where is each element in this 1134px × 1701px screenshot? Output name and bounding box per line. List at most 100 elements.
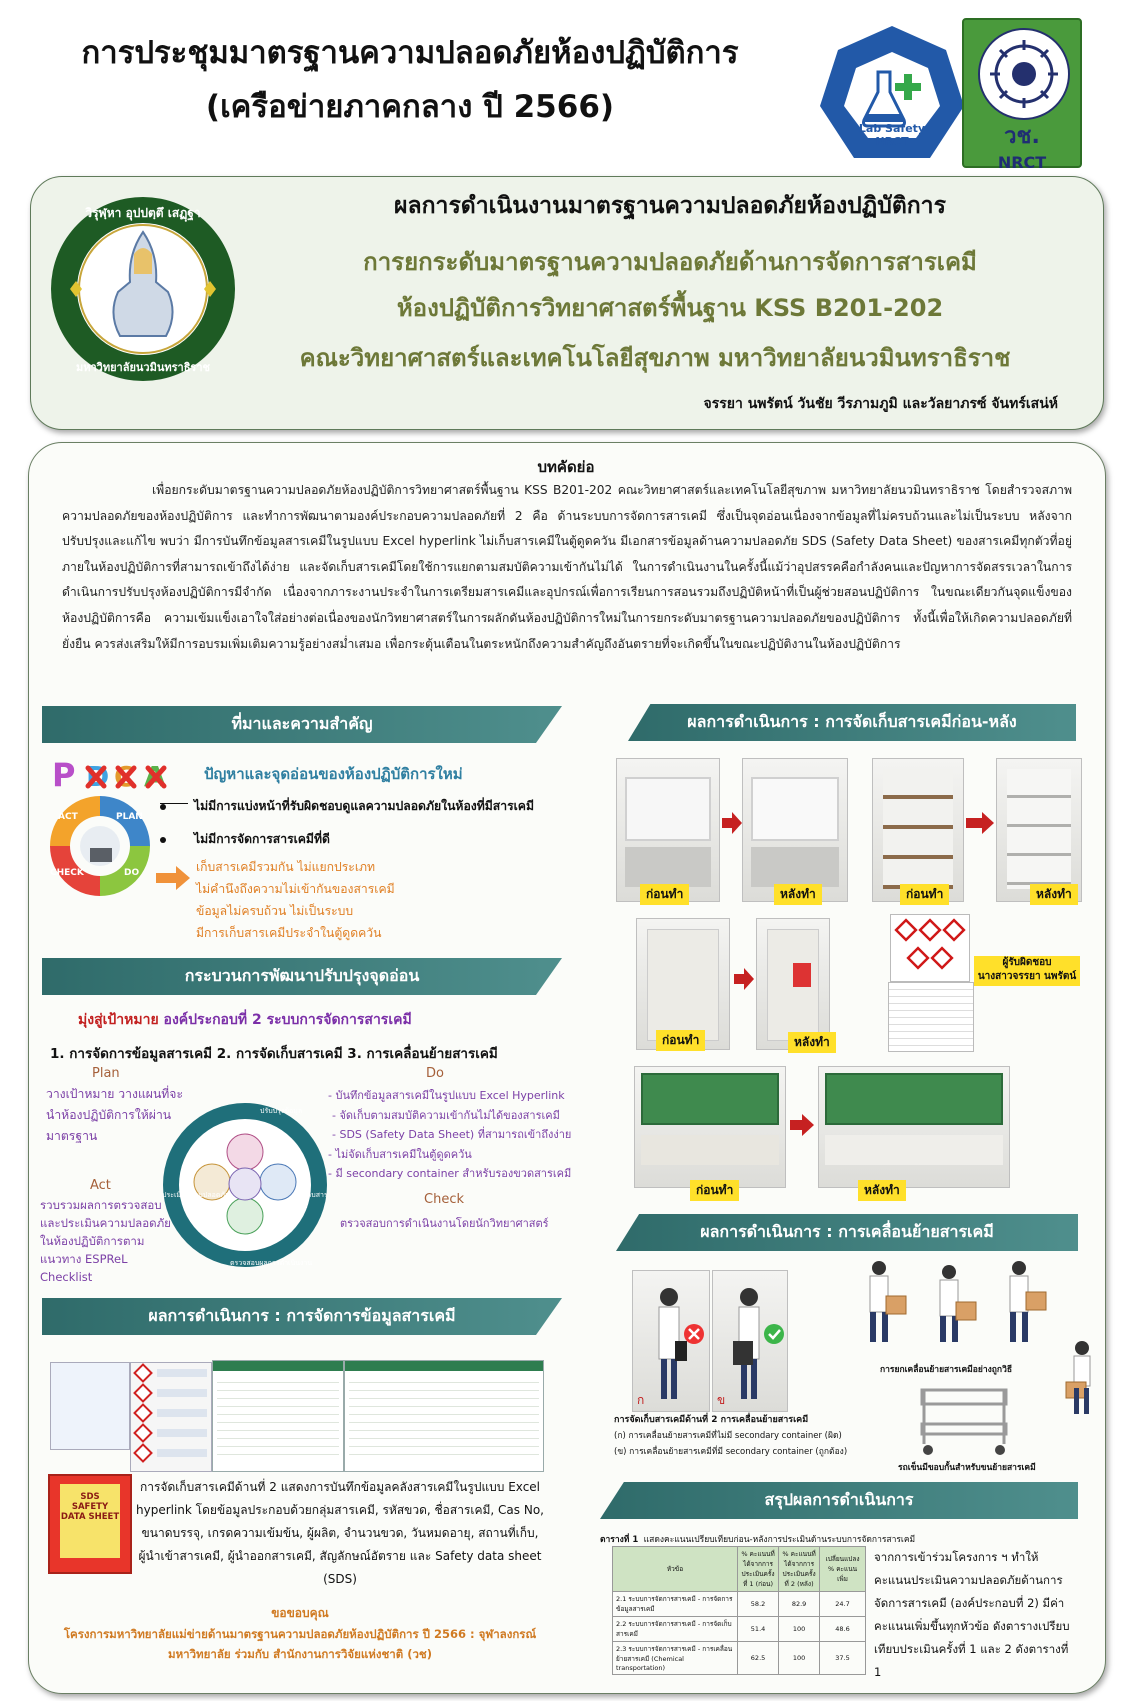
cabinet-before-photo	[872, 758, 964, 902]
nrct-en-text: NRCT	[997, 153, 1047, 172]
process-steps: 1. การจัดการข้อมูลสารเคมี 2. การจัดเก็บส…	[50, 1046, 498, 1062]
cycle-caption-bottom: ตรวจสอบผลการดำเนินงาน	[230, 1259, 313, 1267]
sds-binder: SDS SAFETY DATA SHEET	[48, 1474, 132, 1574]
storage-banner: ผลการดำเนินการ : การจัดเก็บสารเคมีก่อน-ห…	[628, 704, 1076, 741]
ghs-symbols-panel	[130, 1362, 212, 1472]
table-cell: 82.9	[778, 1591, 821, 1617]
summary-table: หัวข้อ % คะแนนที่ได้จากการประเมินครั้งที…	[612, 1546, 866, 1675]
ghs-label-photo	[890, 914, 970, 982]
cycle-check: CHECK	[50, 868, 84, 878]
sub-point: ไม่คำนึงถึงความไม่เข้ากันของสารเคมี	[196, 882, 395, 896]
pdca-letters: P D C A	[52, 756, 182, 796]
transport-caption-a: (ก) การเคลื่อนย้ายสารเคมีที่ไม่มี second…	[614, 1431, 842, 1441]
wrong-icon	[684, 1324, 704, 1344]
do-item: - ไม่จัดเก็บสารเคมีในตู้ดูดควัน	[328, 1147, 472, 1161]
nrct-logo: วช. NRCT	[962, 18, 1082, 172]
table-caption: ตารางที่ 1 แสดงคะแนนเปรียบเทียบก่อน-หลัง…	[600, 1532, 915, 1546]
university-logo: วิรุฬฺหา อุปปตฺตึ เสฏฺฐา มหาวิทยาลัยนวมิ…	[48, 194, 238, 384]
cycle-act: ACT	[58, 812, 78, 822]
check-text: ตรวจสอบการดำเนินงานโดยนักวิทยาศาสตร์	[340, 1217, 549, 1230]
cart-caption: รถเข็นมีขอบกั้นสำหรับขนย้ายสารเคมี	[898, 1463, 1036, 1473]
label-a: ก	[637, 1393, 645, 1407]
summary-banner: สรุปผลการดำเนินการ	[600, 1482, 1078, 1519]
storage-cabinet-after-photo	[756, 918, 830, 1050]
table-cell: 58.2	[736, 1591, 780, 1617]
storage-cabinet-before-photo	[636, 918, 730, 1050]
responsible-box: ผู้รับผิดชอบ นางสาวจรรยา นพรัตน์	[974, 956, 1080, 986]
table-cell: 100	[778, 1641, 821, 1675]
table-caption-label: ตารางที่ 1	[600, 1535, 639, 1545]
thanks-title: ขอขอบคุณ	[271, 1606, 329, 1620]
table-cell: 62.5	[736, 1641, 780, 1675]
cycle-do: DO	[124, 868, 140, 878]
sds-label-safety: SAFETY	[71, 1502, 109, 1512]
table-cell: 48.6	[819, 1616, 866, 1642]
do-items: - บันทึกข้อมูลสารเคมีในรูปแบบ Excel Hype…	[328, 1086, 571, 1184]
pdca-cycle-icon	[50, 796, 150, 896]
cross-marks-icon	[85, 765, 167, 789]
after-tag: หลังทำ	[1030, 884, 1078, 905]
cart-icon	[920, 1388, 1008, 1455]
before-tag: ก่อนทำ	[690, 1180, 740, 1201]
lifting-caption: การยกเคลื่อนย้ายสารเคมีอย่างถูกวิธี	[880, 1365, 1013, 1375]
lab-safety-nrct-text: NRCT	[875, 135, 909, 148]
shelf-before-photo	[634, 1066, 786, 1188]
goal-label: มุ่งสู่เป้าหมาย	[78, 1012, 159, 1028]
fume-hood-after-photo	[742, 758, 848, 902]
table-cell: 2.2 ระบบการจัดการสารเคมี - การจัดเก็บสาร…	[612, 1616, 738, 1642]
transport-correct-photo: ข	[712, 1270, 788, 1412]
responsible-name: นางสาวจรรยา นพรัตน์	[977, 971, 1077, 982]
abstract-body: เพื่อยกระดับมาตรฐานความปลอดภัยห้องปฏิบัต…	[62, 483, 1072, 651]
sub-point: เก็บสารเคมีรวมกัน ไม่แยกประเภท	[196, 860, 376, 874]
cabinet-after-photo	[996, 758, 1082, 902]
responsible-title: ผู้รับผิดชอบ	[1002, 957, 1052, 968]
summary-table-wrap: หัวข้อ % คะแนนที่ได้จากการประเมินครั้งที…	[612, 1546, 866, 1675]
table-row: 2.1 ระบบการจัดการสารเคมี - การจัดการข้อม…	[612, 1591, 866, 1617]
connector-line-1	[160, 803, 188, 804]
authors: จรรยา นพรัตน์ วันชัย วีรภามภูมิ และวัลยา…	[703, 396, 1058, 412]
person-figure-icon	[1065, 1341, 1091, 1414]
sds-label: SDS	[80, 1492, 100, 1502]
main-title-line1: การประชุมมาตรฐานความปลอดภัยห้องปฏิบัติกา…	[81, 35, 739, 71]
goal-text: องค์ประกอบที่ 2 ระบบการจัดการสารเคมี	[163, 1012, 412, 1028]
goal-line: มุ่งสู่เป้าหมาย องค์ประกอบที่ 2 ระบบการจ…	[78, 1009, 412, 1031]
table-cell: 37.5	[819, 1641, 866, 1675]
main-title: การประชุมมาตรฐานความปลอดภัยห้องปฏิบัติกา…	[20, 26, 800, 134]
after-tag: หลังทำ	[788, 1032, 836, 1053]
transport-banner: ผลการดำเนินการ : การเคลื่อนย้ายสารเคมี	[616, 1214, 1078, 1251]
transport-caption-b: (ข) การเคลื่อนย้ายสารเคมีที่มี secondary…	[614, 1447, 848, 1457]
person-figure-icon	[658, 1288, 687, 1399]
table-header: % คะแนนที่ได้จากการประเมินครั้งที่ 1 (ก่…	[736, 1546, 780, 1592]
improvement-cycle-icon	[163, 1103, 327, 1267]
do-item: - บันทึกข้อมูลสารเคมีในรูปแบบ Excel Hype…	[328, 1089, 565, 1102]
data-mgmt-caption: การจัดเก็บสารเคมีด้านที่ 2 แสดงการบันทึก…	[136, 1480, 544, 1586]
poster-title-4: คณะวิทยาศาสตร์และเทคโนโลยีสุขภาพ มหาวิทย…	[299, 344, 1011, 372]
table-cell: 100	[778, 1616, 821, 1642]
bullet-icon	[160, 836, 166, 843]
table-row: 2.3 ระบบการจัดการสารเคมี - การเคลื่อนย้า…	[612, 1641, 866, 1675]
pdca-p: P	[52, 756, 76, 794]
check-title: Check	[424, 1192, 464, 1207]
poster-title-2: การยกระดับมาตรฐานความปลอดภัยด้านการจัดกา…	[363, 248, 977, 276]
do-title: Do	[426, 1066, 444, 1081]
cart-photo	[912, 1380, 1020, 1458]
act-text: รวบรวมผลการตรวจสอบและประเมินความปลอดภัยใ…	[40, 1198, 171, 1284]
background-banner: ที่มาและความสำคัญ	[42, 706, 562, 743]
university-motto: วิรุฬฺหา อุปปตฺตึ เสฏฺฐา	[85, 206, 201, 220]
problem-point-2: ไม่มีการจัดการสารเคมีที่ดี	[160, 830, 330, 849]
do-item: - จัดเก็บตามสมบัติความเข้ากันไม่ได้ของสา…	[332, 1108, 560, 1122]
problem-point-2-text: ไม่มีการจัดการสารเคมีที่ดี	[194, 832, 330, 846]
table-cell: 2.3 ระบบการจัดการสารเคมี - การเคลื่อนย้า…	[612, 1641, 738, 1675]
ghs-pictograms-icon	[894, 918, 966, 970]
plan-title: Plan	[92, 1066, 120, 1081]
table-row: 2.2 ระบบการจัดการสารเคมี - การจัดเก็บสาร…	[612, 1616, 866, 1642]
arrow-right-icon	[734, 968, 754, 990]
cycle-caption-top: ปรับปรุงข้อมูล	[260, 1107, 303, 1115]
abstract-text: เพื่อยกระดับมาตรฐานความปลอดภัยห้องปฏิบัต…	[62, 478, 1072, 657]
arrow-right-icon	[790, 1114, 814, 1136]
sub-point: มีการเก็บสารเคมีประจำในตู้ดูดควัน	[196, 926, 382, 940]
problem-point-1-text: ไม่มีการแบ่งหน้าที่รับผิดชอบดูแลความปลอด…	[194, 799, 534, 813]
thanks-text: โครงการมหาวิทยาลัยแม่ข่ายด้านมาตรฐานความ…	[63, 1627, 537, 1661]
before-tag: ก่อนทำ	[640, 884, 690, 905]
do-item: - มี secondary container สำหรับรองขวดสาร…	[328, 1167, 572, 1180]
